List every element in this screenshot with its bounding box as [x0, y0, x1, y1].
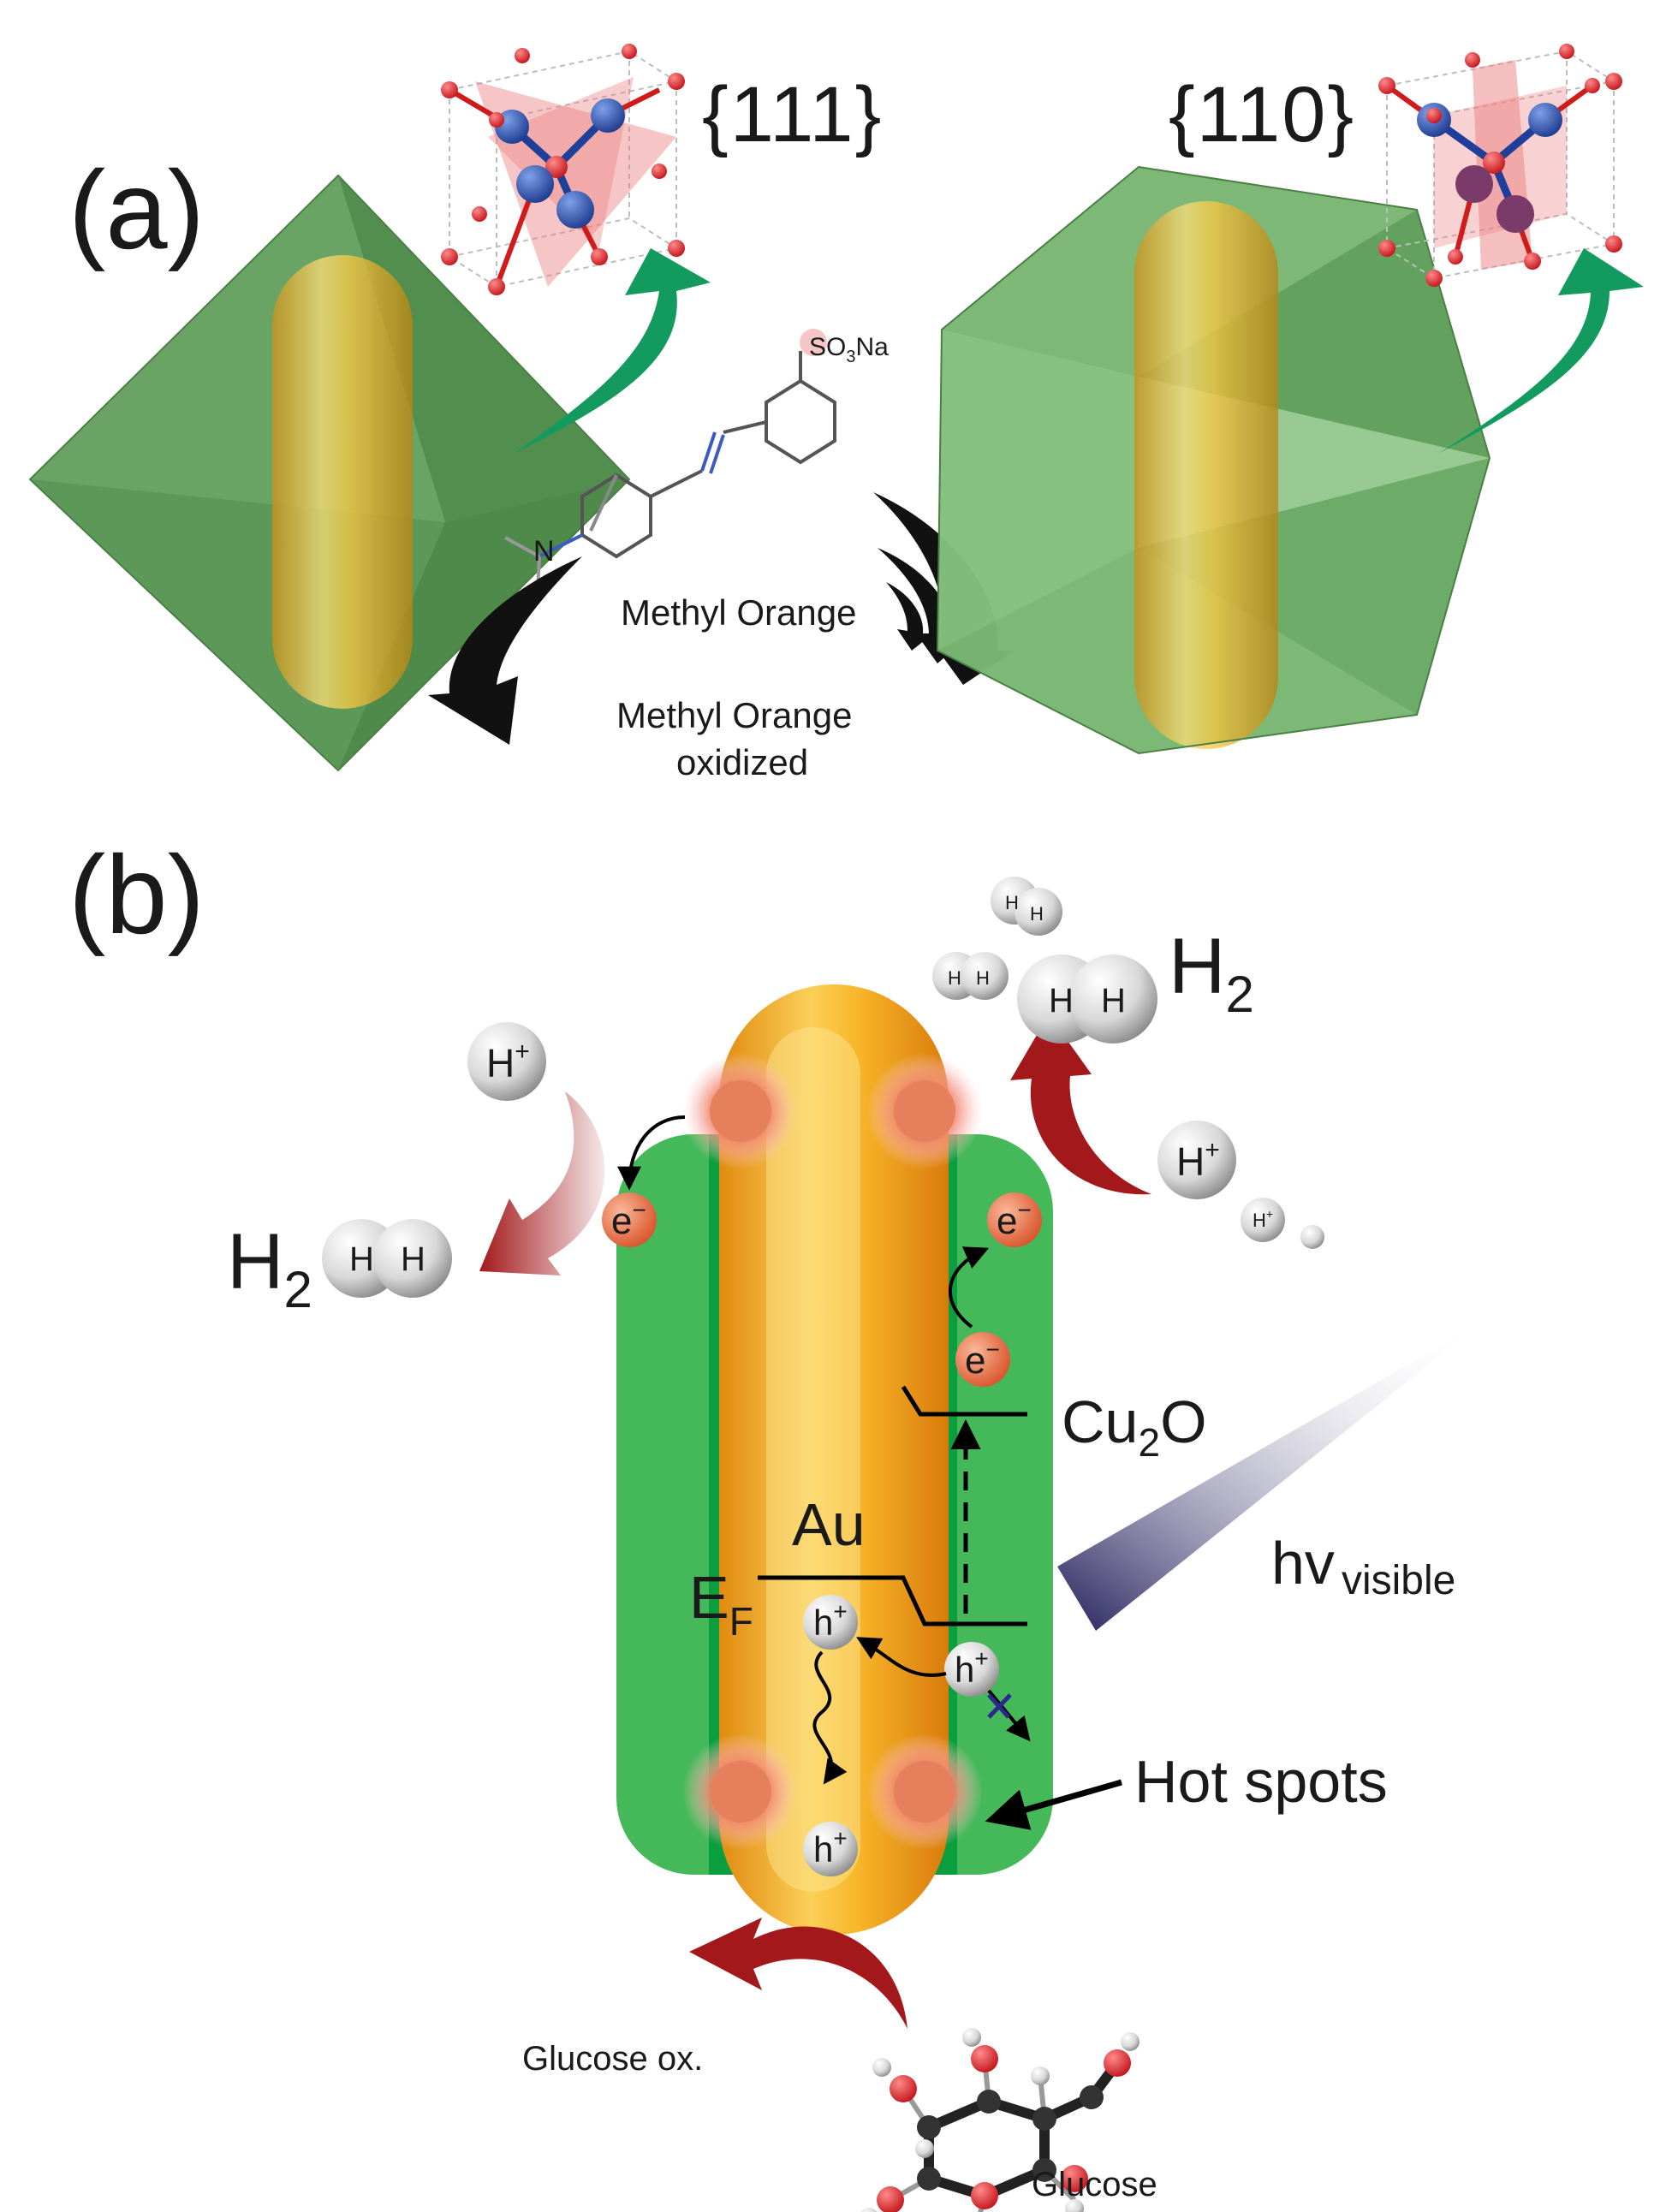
methyl-orange-molecule [504, 351, 836, 592]
red-arrow-left-h2 [479, 1091, 605, 1275]
h2-molecule-right-small: H H [932, 952, 1009, 1000]
h2-molecule-right-large: H H [1017, 954, 1157, 1044]
glucose-ox-label: Glucose ox. [522, 2040, 703, 2078]
methyl-orange-label: Methyl Orange [621, 592, 856, 633]
dodecahedron-particle [936, 165, 1491, 755]
electron-hop-arrow [948, 1246, 990, 1329]
panel-label-b: (b) [68, 832, 205, 957]
hole-cu2o: h+ [944, 1642, 999, 1697]
electron-cu2o-band: e− [955, 1332, 1010, 1387]
svg-text:H+: H+ [1176, 1136, 1220, 1184]
svg-text:H: H [401, 1240, 425, 1278]
svg-text:H: H [1030, 903, 1044, 925]
h2-label-right: H2 [1169, 923, 1254, 1023]
methyl-orange-oxidized-line1: Methyl Orange [616, 695, 852, 735]
facet-label-110: {110} [1169, 71, 1355, 158]
h2-molecule-right-top: H H [991, 877, 1062, 936]
red-arrow-right-h2 [1010, 1014, 1151, 1195]
hole-tip: h+ [803, 1822, 858, 1876]
proton-right-large: H+ [1157, 1121, 1236, 1199]
svg-text:h+: h+ [813, 1825, 848, 1870]
proton-left: H+ [467, 1022, 546, 1101]
sulfonate-oxygen-highlight [800, 329, 827, 356]
svg-text:H: H [976, 967, 990, 989]
h2-molecule-left: H H [322, 1219, 452, 1298]
svg-text:e−: e− [965, 1336, 1000, 1382]
svg-text:H+: H+ [1253, 1207, 1273, 1231]
h2-label-left: H2 [227, 1218, 312, 1318]
black-arrow-to-oxidized [428, 556, 582, 745]
octahedron-particle [28, 174, 631, 772]
gold-nanorod-highlight [766, 1027, 860, 1892]
svg-text:H: H [349, 1240, 374, 1278]
svg-text:H: H [948, 967, 961, 989]
hot-spot-markers [682, 1053, 983, 1850]
teal-arrow-110 [1438, 248, 1644, 454]
svg-text:h+: h+ [955, 1645, 989, 1690]
visible-light-beam [1057, 1323, 1481, 1631]
proton-right-tiny [1300, 1225, 1324, 1249]
panel-label-a: (a) [68, 147, 205, 272]
svg-text:H: H [1005, 892, 1019, 913]
blocked-cross-icon [987, 1693, 1012, 1719]
fermi-level-label: EF [689, 1564, 753, 1644]
gold-nanorod [719, 984, 949, 1935]
svg-text:e−: e− [997, 1197, 1032, 1242]
unit-cell-110 [1378, 44, 1622, 287]
hole-transfer-arrow [856, 1637, 947, 1677]
au-label: Au [792, 1491, 866, 1558]
proton-right-small: H+ [1241, 1198, 1285, 1242]
nitrogen-label: N [533, 535, 555, 568]
red-arrow-glucose-ox [689, 1918, 907, 2029]
svg-text:H+: H+ [486, 1038, 530, 1085]
svg-text:H: H [1049, 982, 1074, 1020]
svg-text:H: H [1101, 982, 1126, 1020]
electron-to-left-arrow [617, 1115, 686, 1191]
energy-levels [758, 1385, 1027, 1626]
glucose-molecule [860, 2028, 1139, 2212]
black-arrow-to-110-small [886, 582, 933, 651]
cu2o-label: Cu2O [1062, 1388, 1207, 1465]
unit-cell-111 [441, 44, 685, 295]
electron-upper-right: e− [987, 1192, 1042, 1247]
electron-left: e− [602, 1192, 657, 1247]
svg-text:e−: e− [611, 1197, 646, 1242]
sulfonate-group-label: SO3Na [809, 333, 889, 366]
hole-wavy-arrow [812, 1650, 848, 1785]
glucose-label: Glucose [1032, 2166, 1157, 2203]
hot-spots-arrow [985, 1779, 1122, 1830]
teal-arrow-111 [514, 248, 711, 454]
methyl-orange-oxidized-line2: oxidized [676, 742, 808, 782]
svg-text:h+: h+ [813, 1598, 848, 1643]
facet-label-111: {111} [702, 71, 883, 158]
hole-au: h+ [803, 1595, 858, 1650]
hot-spots-label: Hot spots [1134, 1748, 1388, 1815]
